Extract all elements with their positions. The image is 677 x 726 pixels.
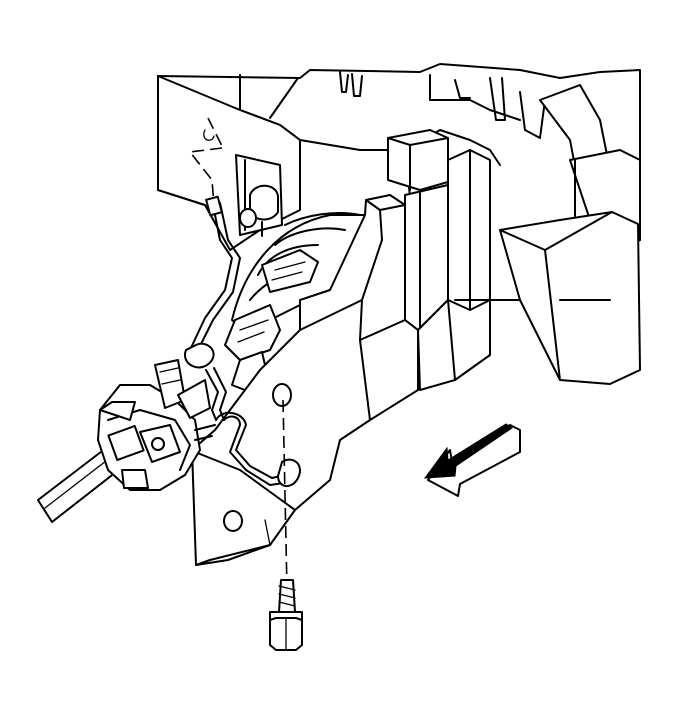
wiring-clip — [184, 195, 301, 487]
bracket-bolt-hole — [272, 383, 292, 407]
upper-mounting-plate — [157, 75, 301, 251]
direction-arrow — [423, 423, 521, 497]
bolt — [269, 579, 303, 651]
bolt-alignment-dashed-line — [282, 399, 288, 591]
dash-support-structure — [157, 63, 641, 391]
clip-route-dashed-line — [188, 147, 223, 206]
intermediate-shaft-coupler — [97, 359, 216, 491]
bracket-lower-hole — [223, 510, 243, 532]
mounting-stud — [239, 184, 279, 237]
